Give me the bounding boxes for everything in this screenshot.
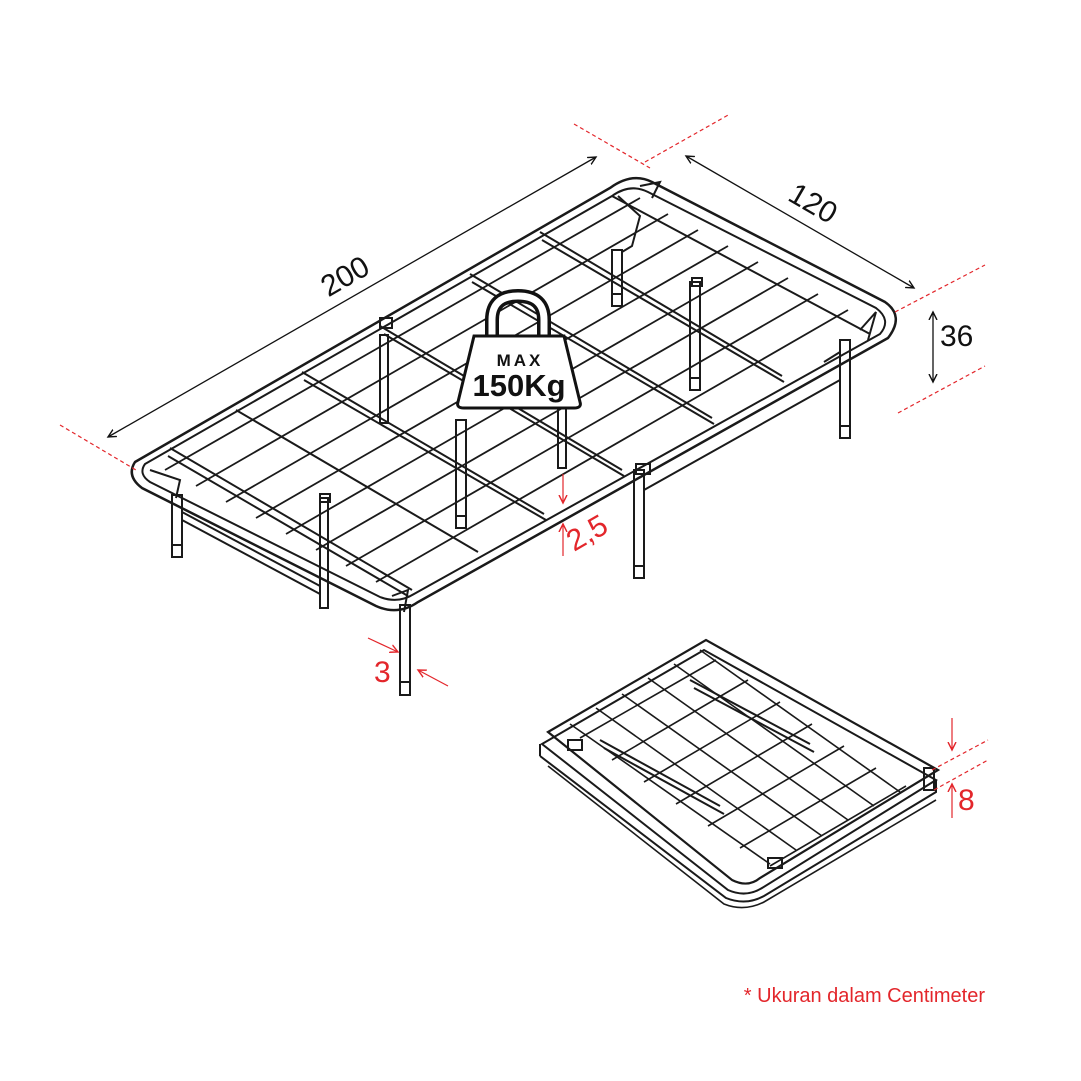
unit-footnote: * Ukuran dalam Centimeter [743,985,985,1007]
weight-badge: MAX 150Kg [456,289,582,410]
bed-legs [171,249,851,696]
dimension-leg: 3 [367,637,449,689]
weight-badge-bottom: 150Kg [472,368,565,403]
leg-caps [171,293,851,696]
folded-grid [569,649,907,867]
frame-perimeter-outer [130,176,897,612]
frame-perimeter-inner [141,187,887,601]
length-label: 200 [315,250,375,304]
dimension-length: 200 [59,123,651,471]
bed-frame-main [130,176,897,696]
side-braces [181,351,841,595]
dimension-folded: 8 [931,718,989,818]
leg-size-label: 3 [374,656,391,689]
width-label: 120 [783,177,843,231]
dimension-height: 36 [897,312,986,414]
bed-frame-folded [539,638,941,909]
height-label: 36 [940,320,973,353]
folded-legs [567,679,935,869]
folded-height-label: 8 [958,784,975,817]
